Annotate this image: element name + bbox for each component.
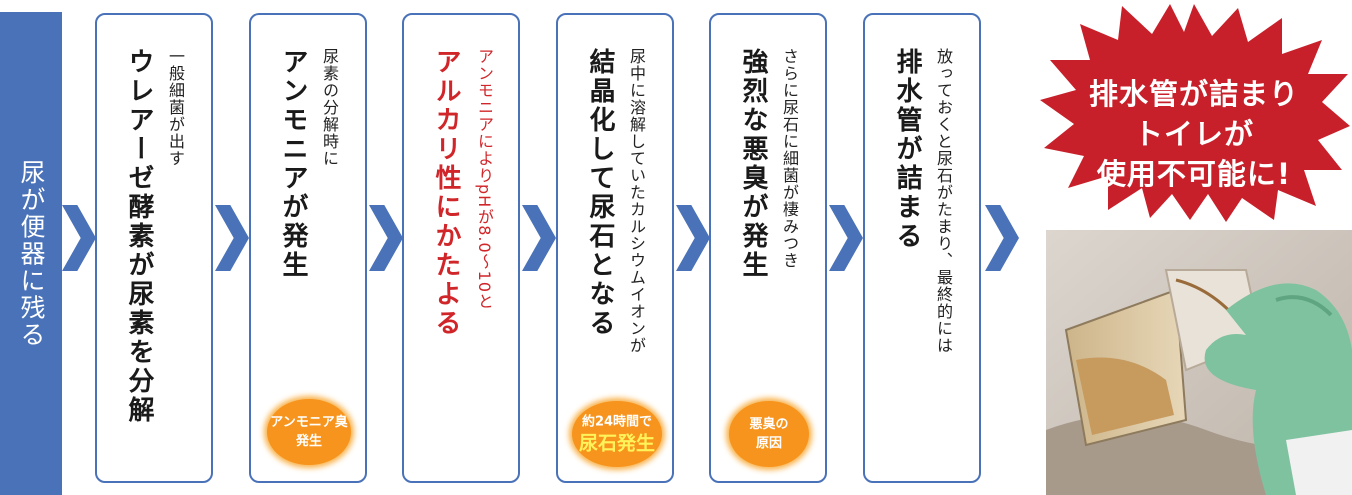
badge-line: アンモニア臭 — [270, 415, 348, 430]
bad-odor-badge: 悪臭の 原因 — [729, 401, 809, 467]
badge-line: 原因 — [755, 436, 782, 451]
step-4-main: 結晶化して尿石となる — [585, 48, 615, 338]
result-line: 排水管が詰まり — [1088, 77, 1299, 111]
step-2-main: アンモニアが発生 — [278, 48, 308, 280]
badge-line: 悪臭の — [749, 417, 789, 432]
result-line: 使用不可能に! — [1096, 157, 1292, 191]
step-3-box: アンモニアによりpHが8.0〜10と アルカリ性にかたよる — [402, 13, 520, 483]
arrow-right-icon — [522, 205, 556, 271]
step-2-sub: 尿素の分解時に — [320, 48, 339, 167]
urine-stone-badge: 約24時間で 尿石発生 — [572, 401, 662, 467]
badge-line: 約24時間で — [581, 414, 653, 430]
start-label-box: 尿が便器に残る — [0, 12, 62, 495]
step-5-main: 強烈な悪臭が発生 — [738, 48, 768, 280]
step-5-sub: さらに尿石に細菌が棲みつき — [780, 48, 799, 269]
step-6-sub: 放っておくと尿石がたまり、最終的には — [934, 48, 953, 354]
step-6-main: 排水管が詰まる — [892, 48, 922, 251]
result-burst: 排水管が詰まり トイレが 使用不可能に! — [1038, 2, 1350, 222]
arrow-right-icon — [215, 205, 249, 271]
badge-line: 尿石発生 — [578, 432, 655, 455]
step-3-main: アルカリ性にかたよる — [431, 48, 461, 338]
step-4-sub: 尿中に溶解していたカルシウムイオンが — [627, 48, 646, 354]
starburst-shape — [1040, 4, 1350, 222]
arrow-right-icon — [829, 205, 863, 271]
arrow-right-icon — [985, 205, 1019, 271]
step-6-box: 放っておくと尿石がたまり、最終的には 排水管が詰まる — [863, 13, 981, 483]
arrow-right-icon — [369, 205, 403, 271]
step-1-main: ウレアーゼ酵素が尿素を分解 — [124, 48, 154, 425]
ammonia-odor-badge: アンモニア臭 発生 — [267, 399, 351, 465]
step-1-sub: 一般細菌が出す — [166, 48, 185, 167]
step-5-box: さらに尿石に細菌が棲みつき 強烈な悪臭が発生 悪臭の 原因 — [709, 13, 827, 483]
badge-line: 発生 — [295, 434, 322, 449]
arrow-right-icon — [676, 205, 710, 271]
clogged-pipe-photo — [1046, 230, 1352, 495]
step-1-box: 一般細菌が出す ウレアーゼ酵素が尿素を分解 — [95, 13, 213, 483]
step-3-sub: アンモニアによりpHが8.0〜10と — [475, 48, 494, 310]
step-2-box: 尿素の分解時に アンモニアが発生 アンモニア臭 発生 — [249, 13, 367, 483]
result-line: トイレが — [1133, 117, 1254, 151]
arrow-right-icon — [62, 205, 96, 271]
start-label: 尿が便器に残る — [17, 159, 46, 348]
step-4-box: 尿中に溶解していたカルシウムイオンが 結晶化して尿石となる 約24時間で 尿石発… — [556, 13, 674, 483]
